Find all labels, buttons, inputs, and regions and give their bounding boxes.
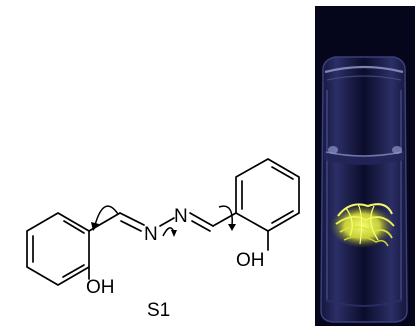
rotation-arrow-center: [162, 227, 177, 237]
chemical-structure: OH N N OH: [26, 158, 300, 321]
vial-glass: [320, 56, 408, 323]
vial-rim-highlight: [324, 65, 404, 74]
left-nitrogen-label: N: [144, 224, 158, 245]
rotation-arrow-left: [91, 205, 119, 231]
n-n-bond: [159, 217, 175, 227]
vial-meniscus: [324, 150, 404, 165]
rotation-arrow-right: [218, 205, 236, 231]
compound-label: S1: [147, 300, 170, 321]
right-imine-double-bond: [189, 212, 214, 232]
right-hydroxyl-label: OH: [236, 250, 265, 271]
right-benzene-ring: [235, 158, 300, 232]
left-benzene-ring: [26, 212, 90, 286]
vial-photograph: [315, 6, 415, 326]
left-hydroxyl-label: OH: [86, 277, 115, 298]
right-nitrogen-label: N: [174, 206, 188, 227]
left-imine-double-bond: [119, 212, 145, 232]
fluorescent-gel: [330, 203, 395, 248]
